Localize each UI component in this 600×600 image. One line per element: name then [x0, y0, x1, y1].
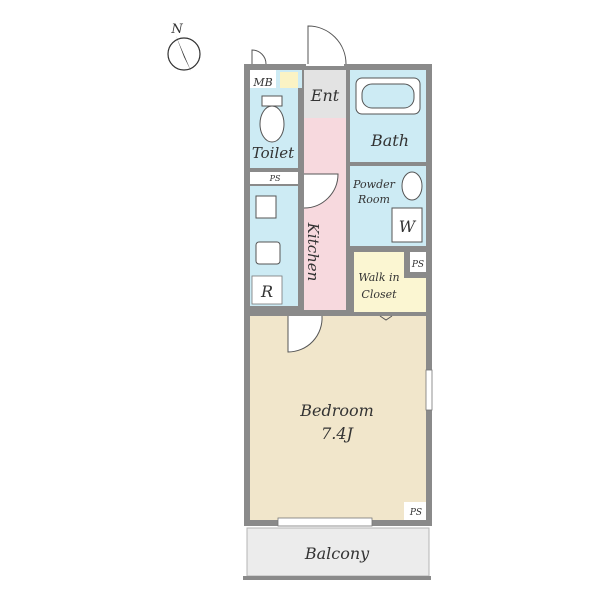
- compass-label: N: [170, 22, 183, 37]
- closet-label-2: Closet: [361, 288, 397, 301]
- wall: [350, 246, 432, 252]
- refrigerator-box: [251, 275, 283, 305]
- ps-bottom-area: [404, 502, 428, 520]
- washer-box: [391, 207, 423, 243]
- bedroom-label: Bedroom: [299, 401, 374, 420]
- balcony-label: Balcony: [304, 544, 370, 563]
- wall: [350, 162, 426, 166]
- mb-area: [250, 70, 276, 88]
- wall: [250, 184, 304, 186]
- mb-door-swing: [251, 49, 267, 65]
- bedroom-door-swing: [287, 315, 323, 353]
- bedroom-size-label: 7.4J: [321, 424, 354, 443]
- sink-icon: [401, 171, 423, 201]
- powder-room-label-2: Room: [357, 193, 390, 206]
- kitchen-label: Kitchen: [304, 222, 322, 282]
- bedroom-area: [250, 316, 426, 520]
- toilet-label: Toilet: [252, 144, 295, 162]
- walk-in-closet: [354, 252, 406, 312]
- stove-icon: [255, 195, 277, 219]
- toilet-icon: [259, 105, 285, 143]
- balcony-area: [246, 527, 430, 577]
- compass: N: [167, 22, 201, 71]
- closet-label-1: Walk in: [358, 271, 399, 284]
- bath-label: Bath: [370, 131, 409, 150]
- compass-ring: [167, 37, 201, 71]
- compass-needle-icon: [176, 36, 191, 71]
- wall: [346, 64, 350, 310]
- ps-mid-label: PS: [411, 260, 424, 270]
- washer-label: W: [399, 217, 417, 236]
- ps-mid-area: [410, 252, 428, 272]
- balcony-rail: [243, 576, 431, 580]
- mb-meter-box: [280, 72, 298, 88]
- balcony-window: [277, 517, 373, 527]
- kitchen-area: [304, 118, 350, 310]
- bathtub-basin: [361, 83, 415, 109]
- wall: [426, 64, 432, 526]
- ps-top-area: [250, 172, 298, 184]
- entrance-label: Ent: [310, 86, 340, 105]
- entrance-area: [304, 70, 346, 118]
- wall: [250, 168, 304, 172]
- wall: [404, 252, 408, 278]
- front-door-swing: [307, 25, 347, 65]
- ps-top-label: PS: [269, 174, 281, 183]
- mb-label: MB: [252, 76, 272, 89]
- bedroom-window: [425, 369, 433, 411]
- walk-in-closet-ext: [406, 278, 428, 312]
- powder-door-swing: [303, 173, 339, 209]
- refrigerator-label: R: [260, 282, 273, 301]
- wall: [298, 88, 304, 186]
- wall: [350, 312, 432, 316]
- wall: [250, 310, 350, 316]
- kitchen-sink-icon: [255, 241, 281, 265]
- powder-room-label-1: Powder: [352, 178, 396, 191]
- closet-door-mark: [379, 315, 393, 321]
- toilet-tank: [261, 95, 283, 107]
- ps-bottom-label: PS: [409, 508, 422, 518]
